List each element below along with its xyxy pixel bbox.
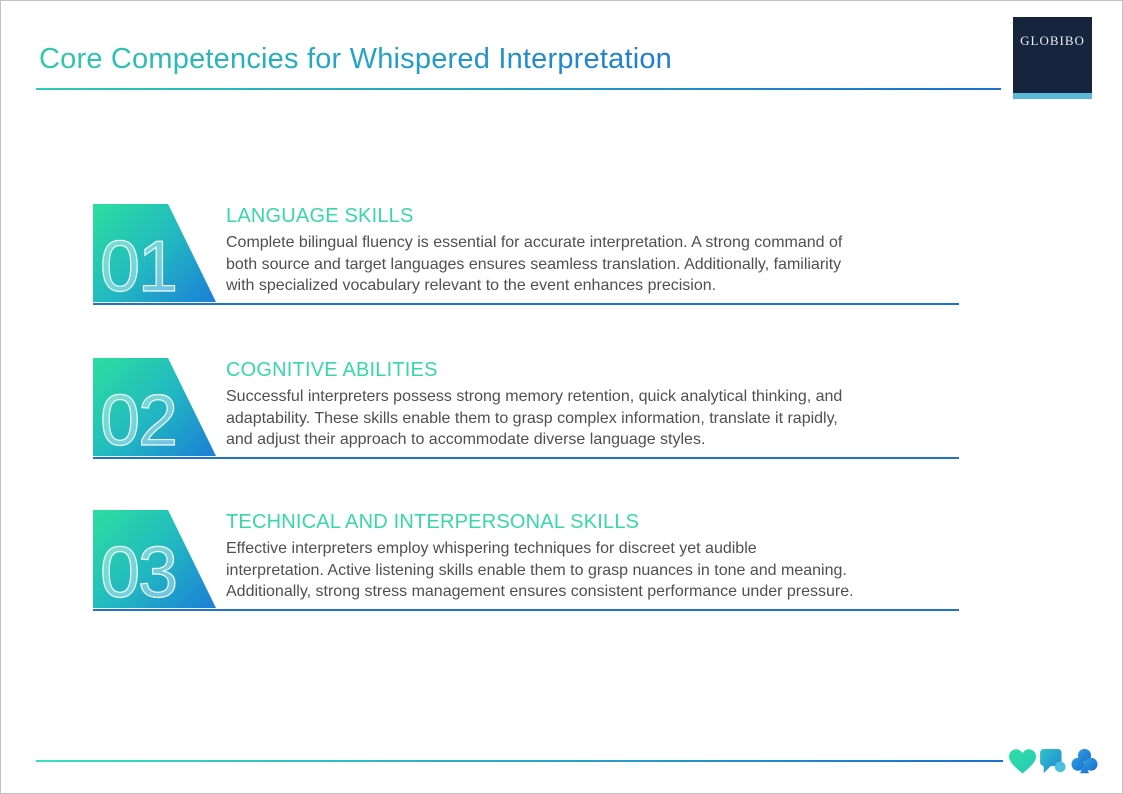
- item-heading: LANGUAGE SKILLS: [226, 205, 414, 227]
- item-underline: [93, 609, 959, 611]
- item-underline: [93, 303, 959, 305]
- footer-divider: [36, 760, 1003, 762]
- item-number: 02: [99, 380, 178, 461]
- chat-message-icon: [1040, 748, 1067, 774]
- competency-item-1: 01 LANGUAGE SKILLS Complete bilingual fl…: [93, 204, 961, 306]
- number-badge: 03: [93, 510, 216, 608]
- item-heading: COGNITIVE ABILITIES: [226, 359, 438, 381]
- item-text-block: COGNITIVE ABILITIES Successful interpret…: [226, 358, 974, 451]
- competency-item-2: 02 COGNITIVE ABILITIES Successful interp…: [93, 358, 961, 460]
- page-title: Core Competencies for Whispered Interpre…: [39, 43, 672, 75]
- number-badge: 02: [93, 358, 216, 456]
- logo-accent-strip: [1013, 93, 1092, 99]
- heart-icon: [1009, 748, 1036, 774]
- item-body: Successful interpreters possess strong m…: [226, 388, 843, 449]
- club-icon: [1071, 748, 1098, 774]
- item-underline: [93, 457, 959, 459]
- item-heading: TECHNICAL AND INTERPERSONAL SKILLS: [226, 511, 640, 533]
- title-underline: [36, 88, 1001, 90]
- globibo-logo: GLOBIBO: [1013, 17, 1092, 99]
- item-number: 01: [99, 226, 178, 307]
- item-text-block: TECHNICAL AND INTERPERSONAL SKILLS Effec…: [226, 510, 974, 603]
- item-text-block: LANGUAGE SKILLS Complete bilingual fluen…: [226, 204, 974, 297]
- number-badge: 01: [93, 204, 216, 302]
- item-body: Complete bilingual fluency is essential …: [226, 234, 843, 295]
- footer-brand-icons: [1009, 748, 1098, 774]
- item-number: 03: [99, 532, 178, 613]
- logo-square: GLOBIBO: [1013, 17, 1092, 93]
- logo-text: GLOBIBO: [1020, 33, 1085, 48]
- competency-item-3: 03 TECHNICAL AND INTERPERSONAL SKILLS Ef…: [93, 510, 961, 612]
- item-body: Effective interpreters employ whispering…: [226, 540, 854, 601]
